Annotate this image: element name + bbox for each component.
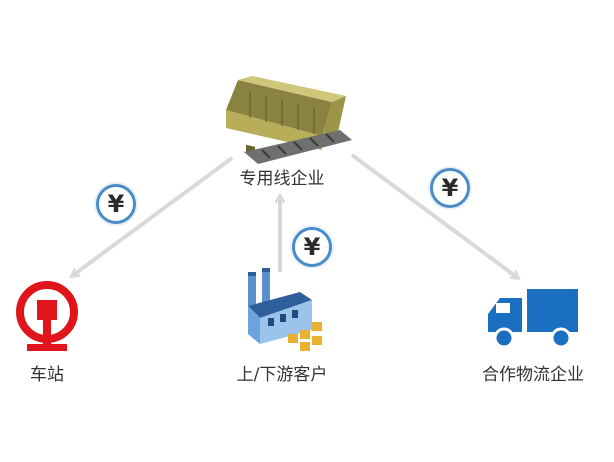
china-railway-logo-icon	[16, 281, 78, 351]
arrow-top-to-station	[72, 156, 234, 276]
truck-icon	[488, 289, 578, 349]
yen-coin-icon-middle: ¥	[292, 227, 332, 267]
node-label-customer: 上/下游客户	[236, 365, 328, 385]
node-label-top: 专用线企业	[239, 169, 325, 189]
yen-coin-icon-right: ¥	[430, 168, 470, 208]
yen-coin-icon-left: ¥	[96, 184, 136, 224]
node-label-station: 车站	[30, 365, 64, 385]
factory-icon	[248, 268, 322, 351]
warehouse-railway-icon	[226, 76, 352, 164]
arrow-top-to-logistics	[350, 153, 518, 278]
node-label-logistics: 合作物流企业	[482, 365, 584, 385]
